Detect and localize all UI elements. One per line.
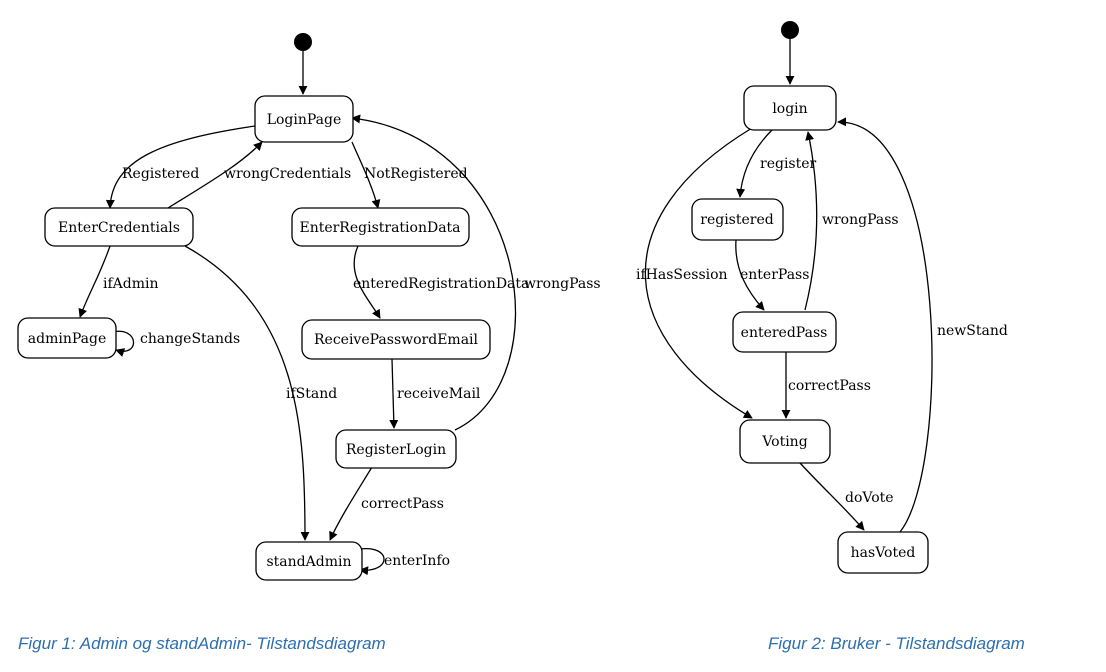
state-standadmin: standAdmin [255,541,363,581]
initial-state-1 [294,33,312,51]
label-enterinfo: enterInfo [384,553,450,569]
edge-dovote [799,462,865,531]
edge-enterinfo [359,548,385,576]
label-receivemail: receiveMail [397,386,481,402]
state-enteredpass-label: enteredPass [741,325,828,341]
edge-notregistered [351,141,381,209]
figure-1-caption: Figur 1: Admin og standAdmin- Tilstandsd… [18,634,386,653]
edge-correctpass-d1 [329,466,373,541]
label-registered: Registered [122,166,199,182]
label-register: register [760,156,817,172]
edge-enterpass [735,239,765,311]
edge-newstand [837,117,933,533]
state-receivepasswordemail-label: ReceivePasswordEmail [314,332,479,348]
label-ifhassession: ifHasSession [636,267,728,283]
state-loginpage: LoginPage [254,95,354,143]
state-voting: Voting [739,419,831,464]
state-enterregistrationdata-label: EnterRegistrationData [299,220,460,236]
edge-wrongpass-d1 [351,114,517,431]
edge-enteredregistrationdata [353,245,381,319]
state-receivepasswordemail: ReceivePasswordEmail [301,319,491,360]
state-registerlogin: RegisterLogin [335,429,457,469]
state-loginpage-label: LoginPage [267,112,342,128]
figure-2-caption: Figur 2: Bruker - Tilstandsdiagram [768,634,1025,653]
label-ifadmin: ifAdmin [103,276,159,292]
label-wrongpass-d1: wrongPass [524,276,601,292]
edge-wrongcredentials [167,141,263,209]
label-wrongcredentials: wrongCredentials [224,166,351,182]
state-voting-label: Voting [761,434,807,450]
label-enteredregistrationdata: enteredRegistrationData [353,276,529,292]
edge-receivemail [389,358,399,429]
state-standadmin-label: standAdmin [267,554,352,570]
edge-wrongpass-d2 [804,131,818,311]
state-login-label: login [772,101,807,117]
label-correctpass-d1: correctPass [361,496,444,512]
label-wrongpass-d2: wrongPass [822,212,899,228]
label-notregistered: NotRegistered [364,166,468,182]
state-hasvoted-label: hasVoted [851,545,916,561]
edge-registered [105,125,256,209]
diagram-user: login registered enteredPass Voting hasV… [636,21,1008,574]
edge-ifadmin [78,245,111,318]
edge-ifstand [184,245,310,541]
label-correctpass-d2: correctPass [788,378,871,394]
state-hasvoted: hasVoted [837,531,929,574]
label-newstand: newStand [937,323,1008,339]
label-dovote: doVote [845,490,894,506]
initial-state-2 [781,21,799,39]
state-registered-label: registered [700,212,773,228]
state-entercredentials-label: EnterCredentials [58,220,180,236]
state-registered: registered [691,198,784,241]
diagram-admin: LoginPage EnterCredentials EnterRegistra… [17,33,601,581]
label-ifstand: ifStand [286,386,337,402]
state-login: login [743,85,837,131]
label-changestands: changeStands [140,331,240,347]
state-enteredpass: enteredPass [732,311,837,353]
edge-ifhassession [644,127,753,419]
state-adminpage-label: adminPage [28,331,106,347]
state-adminpage: adminPage [17,317,117,359]
state-enterregistrationdata: EnterRegistrationData [291,207,470,247]
edge-changestands [111,330,135,357]
edge-register [736,129,773,198]
state-registerlogin-label: RegisterLogin [346,442,446,458]
state-entercredentials: EnterCredentials [44,207,194,247]
label-enterpass: enterPass [740,267,809,283]
